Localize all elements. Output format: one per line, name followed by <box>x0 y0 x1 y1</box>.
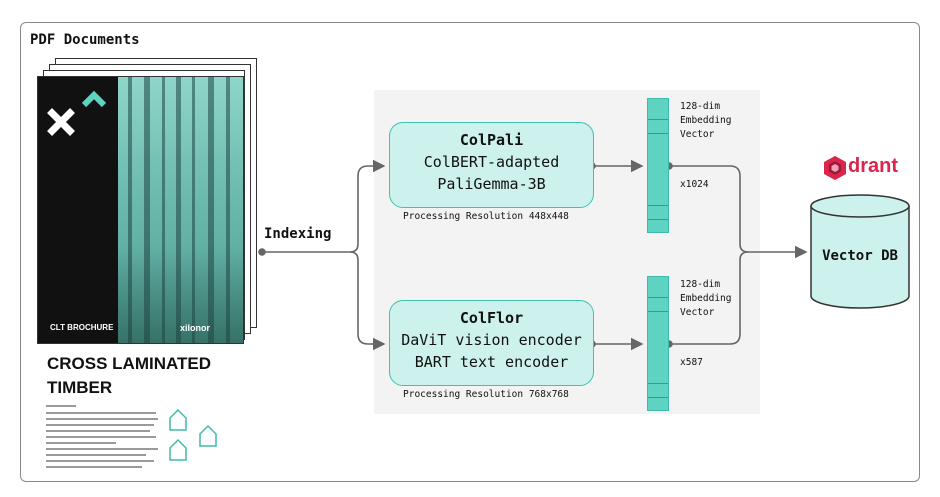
cover-forest-image: xilonor <box>118 77 243 343</box>
cover-dark-panel: CLT BROCHURE <box>38 77 118 343</box>
vector-db-label: Vector DB <box>822 248 898 264</box>
colflor-embedding-label: 128-dim Embedding Vector <box>680 279 732 318</box>
colflor-line2: DaViT vision encoder <box>401 331 582 349</box>
doc-house-icons <box>169 408 217 461</box>
colpali-embedding-label: 128-dim Embedding Vector <box>680 101 732 140</box>
cover-brand-right: xilonor <box>180 323 211 333</box>
cover-brand-left: CLT BROCHURE <box>50 323 114 332</box>
pdf-cover-page: CLT BROCHURE xilonor <box>37 76 244 344</box>
colflor-line3: BART text encoder <box>414 353 569 371</box>
colflor-vector-count: x587 <box>680 357 703 368</box>
doc-heading-line1: CROSS LAMINATED <box>47 354 212 373</box>
colpali-name: ColPali <box>459 131 524 149</box>
colflor-name: ColFlor <box>459 309 524 327</box>
colpali-model-box: ColPali ColBERT-adapted PaliGemma-3B <box>389 122 594 208</box>
qdrant-logo-icon <box>824 156 846 180</box>
section-title: PDF Documents <box>30 32 140 48</box>
vector-db-cylinder <box>810 194 910 309</box>
colpali-resolution: Processing Resolution 448x448 <box>403 211 569 222</box>
doc-body-text-lines <box>46 405 158 468</box>
indexing-label: Indexing <box>264 226 332 242</box>
xilonor-logo-icon <box>47 90 107 136</box>
colflor-model-box: ColFlor DaViT vision encoder BART text e… <box>389 300 594 386</box>
colflor-embedding-vector <box>647 276 669 411</box>
colflor-resolution: Processing Resolution 768x768 <box>403 389 569 400</box>
doc-heading-line2: TIMBER <box>47 378 113 397</box>
colpali-embedding-vector <box>647 98 669 233</box>
colpali-vector-count: x1024 <box>680 179 709 190</box>
colpali-line3: PaliGemma-3B <box>437 175 546 193</box>
qdrant-logo-text: drant <box>848 155 898 177</box>
colpali-line2: ColBERT-adapted <box>423 153 560 171</box>
